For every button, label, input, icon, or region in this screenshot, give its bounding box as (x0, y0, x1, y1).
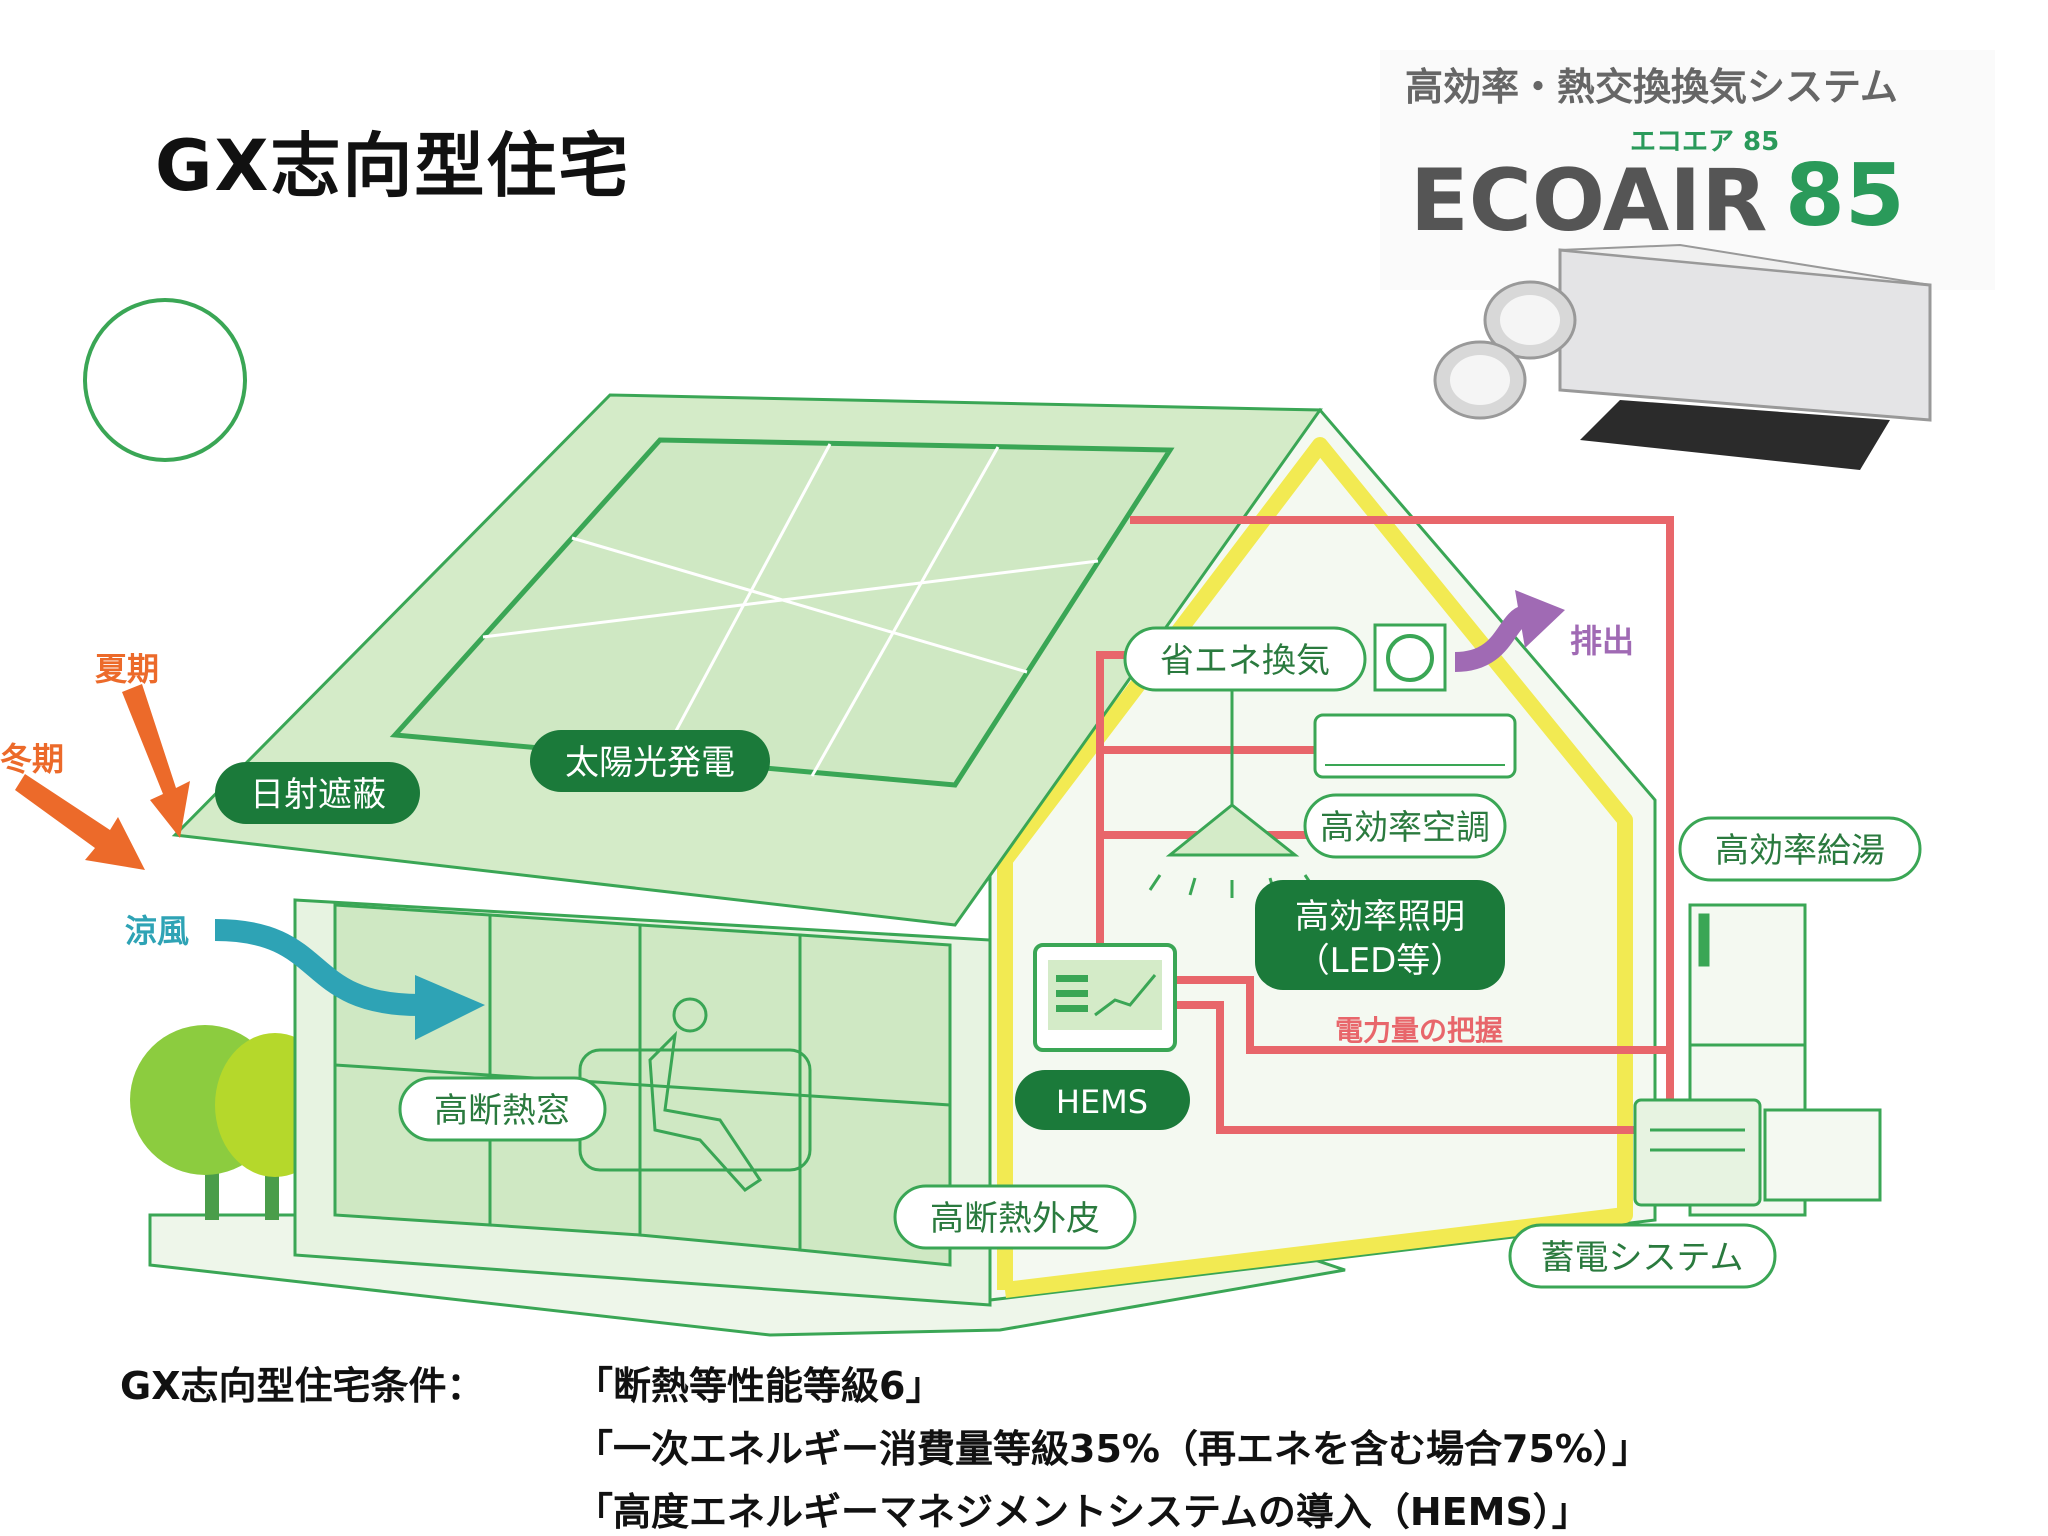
efficient-water-heater-label: 高効率給湯 (1678, 816, 1922, 882)
efficient-lighting-label: 高効率照明 （LED等） (1255, 880, 1505, 990)
page-title: GX志向型住宅 (155, 125, 631, 207)
power-monitoring-label: 電力量の把握 (1335, 1014, 1503, 1047)
svg-text:高断熱外皮: 高断熱外皮 (930, 1199, 1100, 1239)
svg-text:蓄電システム: 蓄電システム (1541, 1238, 1744, 1278)
storage-system-label: 蓄電システム (1508, 1223, 1777, 1289)
condition-line-1: 「断熱等性能等級6」 (575, 1364, 944, 1408)
cool-breeze-label: 涼風 (125, 912, 189, 950)
energy-saving-ventilation-label: 省エネ換気 (1123, 626, 1367, 692)
ventilation-fan-icon (1373, 623, 1447, 692)
storage-battery-icon (1633, 1098, 1762, 1207)
exhaust-arrow (1454, 605, 1530, 672)
svg-text:太陽光発電: 太陽光発電 (565, 743, 735, 783)
exhaust-arrowhead (1515, 590, 1565, 648)
solar-panel-grid (482, 443, 1099, 777)
ventilation-unit-image (1433, 243, 1932, 470)
hems-label: HEMS (1015, 1070, 1190, 1130)
cool-breeze-arrowhead (415, 975, 485, 1040)
winter-arrow (15, 774, 145, 870)
condition-line-3: 「高度エネルギーマネジメントシステムの導入（HEMS）」 (575, 1490, 1590, 1534)
product-logo-number: 85 (1785, 146, 1905, 246)
summer-label: 夏期 (95, 650, 159, 688)
condition-line-2: 「一次エネルギー消費量等級35%（再エネを含む場合75%）」 (575, 1427, 1650, 1471)
exhaust-label: 排出 (1570, 622, 1634, 660)
svg-text:日射遮蔽: 日射遮蔽 (250, 775, 386, 815)
solar-shading-label: 日射遮蔽 (215, 762, 420, 824)
svg-text:高断熱窓: 高断熱窓 (434, 1091, 570, 1131)
product-logo: ECOAIR (1410, 151, 1767, 251)
insulated-window-label: 高断熱窓 (398, 1076, 607, 1142)
cool-breeze-arrow (214, 919, 421, 1016)
empty-circle-icon (83, 298, 247, 462)
svg-text:高効率照明: 高効率照明 (1295, 897, 1465, 937)
hems-monitor-icon (1033, 943, 1177, 1052)
winter-label: 冬期 (0, 740, 64, 778)
efficient-ac-label: 高効率空調 (1303, 793, 1507, 859)
insulation-envelope (997, 437, 1633, 1298)
summer-arrow (122, 684, 190, 838)
insulated-envelope-label: 高断熱外皮 (893, 1184, 1137, 1250)
product-logo-kana: エコエア 85 (1630, 127, 1779, 157)
conditions-heading: GX志向型住宅条件： (120, 1364, 485, 1408)
svg-text:省エネ換気: 省エネ換気 (1160, 641, 1330, 681)
svg-text:HEMS: HEMS (1056, 1083, 1148, 1121)
air-conditioner-icon (1313, 713, 1517, 779)
svg-text:高効率給湯: 高効率給湯 (1715, 831, 1885, 871)
svg-text:（LED等）: （LED等） (1296, 941, 1465, 981)
svg-text:高効率空調: 高効率空調 (1320, 808, 1490, 848)
product-system-name: 高効率・熱交換換気システム (1405, 65, 1898, 109)
solar-power-label: 太陽光発電 (530, 730, 770, 792)
